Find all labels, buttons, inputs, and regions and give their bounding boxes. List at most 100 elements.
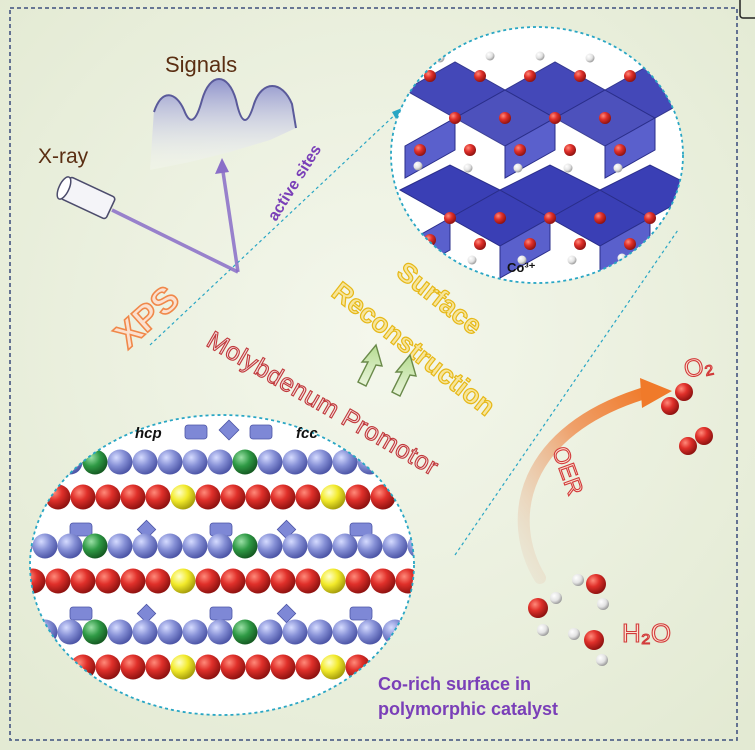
cobalt-atom — [307, 533, 333, 559]
oer-process: OER O₂ H₂O — [517, 350, 716, 666]
co-ion-label: Co³⁺ — [507, 260, 536, 275]
green-atom — [232, 449, 258, 475]
surface-oxygen-atoms — [414, 70, 656, 250]
red-atom — [245, 654, 271, 680]
red-atom — [270, 568, 296, 594]
red-atom — [95, 568, 121, 594]
red-atom — [120, 654, 146, 680]
red-atom — [70, 484, 96, 510]
green-atom — [232, 533, 258, 559]
cobalt-atom — [357, 619, 383, 645]
cobalt-atom — [307, 449, 333, 475]
red-atom — [120, 568, 146, 594]
red-atom — [395, 568, 414, 594]
red-atom — [220, 484, 246, 510]
green-atom — [82, 619, 108, 645]
cobalt-atom — [332, 619, 358, 645]
xray-source-icon — [56, 176, 116, 220]
h2o-label: H₂O — [622, 618, 671, 648]
cobalt-atom — [332, 449, 358, 475]
red-atom — [120, 484, 146, 510]
red-atom — [30, 568, 46, 594]
red-atom — [345, 484, 371, 510]
top-right-corner-mark — [739, 0, 755, 19]
cobalt-atom — [157, 533, 183, 559]
red-atom — [295, 484, 321, 510]
red-atom — [345, 568, 371, 594]
red-atom — [195, 568, 221, 594]
caption-line-2: polymorphic catalyst — [378, 699, 558, 719]
cobalt-atom — [257, 619, 283, 645]
cobalt-atom — [107, 619, 133, 645]
cobalt-atom — [282, 619, 308, 645]
cobalt-atom — [382, 533, 408, 559]
green-atom — [232, 619, 258, 645]
cobalt-atom — [307, 619, 333, 645]
mo-promoter-mark — [276, 603, 297, 624]
cobalt-atom — [157, 449, 183, 475]
yellow-atom — [320, 484, 346, 510]
signal-spectrum — [150, 78, 297, 170]
cobalt-atom — [257, 533, 283, 559]
yellow-atom — [170, 484, 196, 510]
caption-line-1: Co-rich surface in — [378, 674, 531, 694]
red-atom — [370, 568, 396, 594]
red-atom — [95, 654, 121, 680]
emission-arrowhead — [215, 158, 229, 174]
xray-beam — [111, 208, 239, 274]
mo-promoter-mark — [136, 603, 157, 624]
red-atom — [270, 484, 296, 510]
h2o-molecules — [528, 574, 609, 666]
red-atom — [195, 654, 221, 680]
yellow-atom — [320, 654, 346, 680]
atom-lattice — [30, 449, 414, 680]
cobalt-atom — [282, 533, 308, 559]
hcp-label: hcp — [135, 425, 162, 442]
cobalt-atom — [182, 449, 208, 475]
signals-label: Signals — [165, 52, 237, 77]
cobalt-atom — [207, 449, 233, 475]
red-atom — [195, 484, 221, 510]
red-atom — [70, 568, 96, 594]
yellow-atom — [170, 654, 196, 680]
reconstructed-surface-circle: Co³⁺ — [390, 26, 684, 284]
dashed-frame — [9, 7, 738, 741]
mo-promoter-mark — [69, 522, 93, 537]
mo-promoter-marks-top — [184, 419, 273, 441]
red-atom — [220, 568, 246, 594]
o2-molecules — [661, 383, 713, 455]
red-atom — [95, 484, 121, 510]
cobalt-atom — [57, 619, 83, 645]
red-atom — [145, 654, 171, 680]
red-atom — [295, 568, 321, 594]
xray-label: X-ray — [38, 145, 89, 168]
cobalt-atom — [32, 533, 58, 559]
mo-promoter-mark — [349, 522, 373, 537]
fcc-label: fcc — [296, 425, 318, 442]
cobalt-atom — [132, 619, 158, 645]
mo-promoter-mark — [209, 606, 233, 621]
cobalt-atom — [132, 449, 158, 475]
yellow-atom — [320, 568, 346, 594]
emission-beam — [220, 164, 240, 273]
cobalt-atom — [157, 619, 183, 645]
mo-promoter-mark — [69, 606, 93, 621]
cobalt-atom — [207, 533, 233, 559]
red-atom — [45, 568, 71, 594]
cobalt-atom — [332, 533, 358, 559]
mo-promoter-mark — [349, 606, 373, 621]
red-atom — [220, 654, 246, 680]
red-atom — [245, 568, 271, 594]
cobalt-atom — [132, 533, 158, 559]
red-atom — [145, 484, 171, 510]
red-atom — [295, 654, 321, 680]
cobalt-atom — [107, 449, 133, 475]
red-atom — [270, 654, 296, 680]
cobalt-atom — [182, 619, 208, 645]
red-atom — [145, 568, 171, 594]
cobalt-atom — [182, 533, 208, 559]
green-atom — [82, 533, 108, 559]
cobalt-atom — [282, 449, 308, 475]
red-atom — [245, 484, 271, 510]
